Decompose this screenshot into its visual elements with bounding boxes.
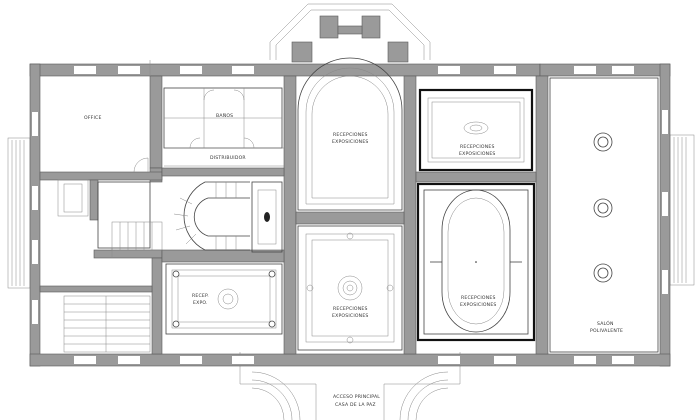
spiral-stair [173, 181, 283, 253]
room-labels: OFFICE BAÑOS DISTRIBUIDOR RECEPCIONES EX… [84, 112, 623, 408]
label-recep-br-2: EXPOSICIONES [460, 302, 497, 308]
stair-left [63, 221, 163, 353]
north-bay [269, 3, 431, 63]
top-right-reception [418, 88, 534, 172]
arched-reception [297, 57, 403, 211]
left-steps [7, 137, 31, 289]
label-recep-top-1: RECEPCIONES [333, 132, 368, 138]
right-steps [669, 134, 695, 286]
outer-walls [29, 63, 671, 367]
office-area [57, 60, 151, 258]
label-recep-ctr-1: RECEPCIONES [333, 306, 368, 312]
label-salon-1: SALÓN [597, 320, 614, 327]
interior-walls [39, 75, 549, 355]
label-acceso-1: ACCESO PRINCIPAL [333, 394, 380, 400]
salon-polivalente [549, 77, 659, 353]
label-salon-2: POLIVALENTE [590, 328, 623, 334]
label-acceso-2: CASA DE LA PAZ [335, 402, 376, 408]
label-recep-small-2: EXPO. [193, 300, 208, 306]
entrance-porch [239, 352, 461, 420]
bottom-right-reception [416, 182, 536, 342]
center-reception [297, 225, 403, 351]
label-recep-top-2: EXPOSICIONES [332, 139, 369, 145]
label-office: OFFICE [84, 115, 102, 121]
label-recep-br-1: RECEPCIONES [461, 295, 496, 301]
label-recep-ctr-2: EXPOSICIONES [332, 313, 369, 319]
label-banos: BAÑOS [216, 112, 233, 119]
label-distribuidor: DISTRIBUIDOR [210, 155, 246, 161]
small-reception [165, 263, 283, 335]
label-recep-tr-1: RECEPCIONES [460, 144, 495, 150]
label-recep-small-1: RECEP. [192, 293, 209, 299]
corridor [164, 147, 284, 167]
label-recep-tr-2: EXPOSICIONES [459, 151, 496, 157]
